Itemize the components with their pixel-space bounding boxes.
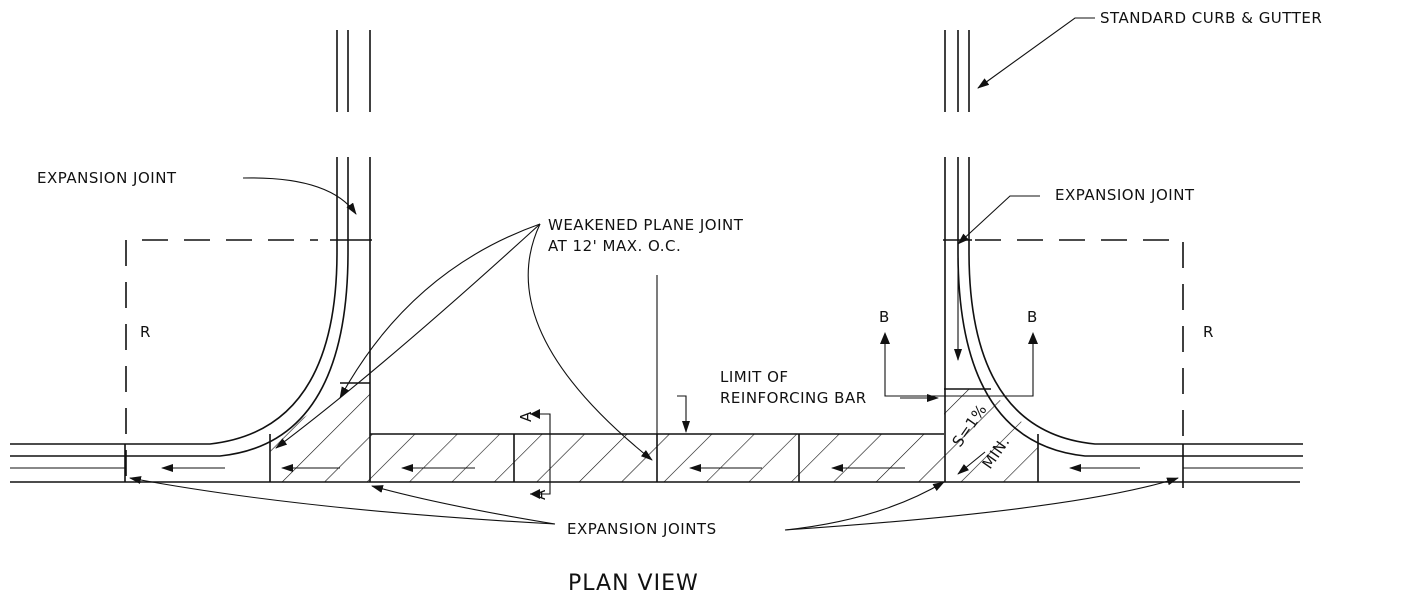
flow-arrows: [161, 258, 1140, 472]
left-curb-return: [10, 240, 1300, 483]
label-expansion-joint-left: EXPANSION JOINT: [37, 169, 177, 187]
label-expansion-joint-right: EXPANSION JOINT: [1055, 186, 1195, 204]
label-standard-curb: STANDARD CURB & GUTTER: [1100, 9, 1322, 27]
label-radius-left: R: [140, 323, 151, 341]
section-b-b: [880, 332, 1038, 397]
label-limit-line2: REINFORCING BAR: [720, 389, 867, 407]
label-expansion-joints: EXPANSION JOINTS: [567, 520, 717, 538]
label-section-b-right: B: [1027, 308, 1038, 326]
label-section-b-left: B: [879, 308, 890, 326]
radius-outlines: [125, 239, 1184, 476]
label-weakened-plane-line1: WEAKENED PLANE JOINT: [548, 216, 744, 234]
right-curb-return: [957, 240, 1303, 488]
label-weakened-plane-line2: AT 12' MAX. O.C.: [548, 237, 681, 255]
label-radius-right: R: [1203, 323, 1214, 341]
leader-lines: [129, 17, 1179, 531]
section-a-a: [530, 409, 551, 499]
sidewalk-joints: [269, 275, 1039, 482]
label-section-a-bottom: A: [531, 489, 549, 500]
plan-view-title: PLAN VIEW: [568, 571, 699, 594]
label-section-a-top: A: [517, 411, 535, 422]
text-labels: STANDARD CURB & GUTTER EXPANSION JOINT E…: [37, 9, 1322, 594]
label-limit-line1: LIMIT OF: [720, 368, 789, 386]
left-vertical-street: [330, 30, 372, 482]
